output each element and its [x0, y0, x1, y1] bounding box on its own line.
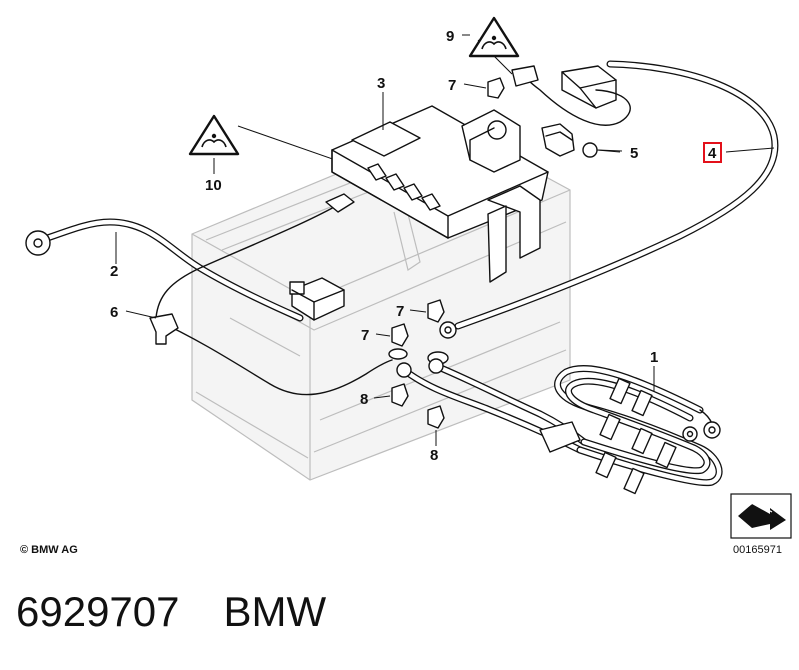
callout-4-highlight: 4: [703, 142, 722, 163]
view-direction-icon: [730, 493, 792, 539]
callout-9: 9: [446, 28, 454, 45]
terminal-clamp: [289, 277, 345, 321]
battery-cable-diagram: 1 2 3 4 5 6 7 7 7 8 8 9 10 © BMW AG 0016…: [20, 16, 792, 556]
copyright-text: © BMW AG: [20, 544, 78, 556]
part-number-caption: 6929707 BMW: [16, 588, 370, 636]
callout-7-upper: 7: [448, 77, 456, 94]
callout-10: 10: [205, 177, 222, 194]
cable-6: [149, 193, 393, 396]
callout-1: 1: [650, 349, 658, 366]
nut-7-upper: [463, 77, 505, 99]
cable-2: [25, 218, 304, 322]
nut-8-right: [427, 405, 445, 446]
callout-5: 5: [630, 145, 638, 162]
diagram-number: 00165971: [733, 544, 782, 556]
callout-7-lower: 7: [361, 327, 369, 344]
cable-4: [439, 60, 779, 339]
brand-name: BMW: [223, 588, 327, 635]
nut-7-middle: [409, 299, 445, 323]
warning-symbol-9: [468, 16, 520, 58]
nut-8-left: [373, 383, 409, 407]
callout-6: 6: [110, 304, 118, 321]
callout-7-middle: 7: [396, 303, 404, 320]
callout-8-right: 8: [430, 447, 438, 464]
highlight-box: [703, 142, 722, 163]
bracket-5: [541, 123, 621, 158]
callout-3: 3: [377, 75, 385, 92]
nut-7-lower: [375, 323, 409, 347]
cable-1-harness: [396, 358, 723, 495]
part-number: 6929707: [16, 588, 180, 635]
distribution-box: [331, 105, 549, 283]
callout-4: 4: [708, 145, 717, 162]
callout-8-left: 8: [360, 391, 368, 408]
callout-2: 2: [110, 263, 118, 280]
plug-connector: [477, 39, 631, 126]
warning-symbol-10: [188, 114, 240, 156]
